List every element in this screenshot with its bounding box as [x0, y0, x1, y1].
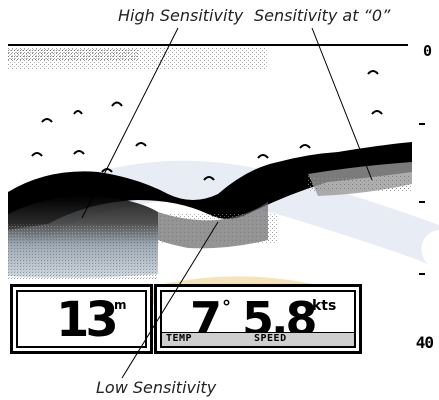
bottom-speckle [158, 214, 278, 244]
bottom-speckle [8, 224, 158, 279]
sonar-screen: 0 40 13 m 7 ° 5.8 kts TEMP SPEED [8, 42, 439, 360]
temp-label: TEMP [166, 333, 193, 344]
annotation-sensitivity-zero: Sensitivity at “0” [254, 6, 391, 25]
surface-clutter [8, 48, 138, 60]
temp-speed-readout-box: 7 ° 5.8 kts TEMP SPEED [154, 284, 362, 354]
depth-readout-inner: 13 m [16, 290, 147, 348]
annotation-low-sensitivity: Low Sensitivity [96, 378, 217, 397]
depth-scale-bottom: 40 [415, 333, 434, 352]
speed-unit: kts [312, 298, 337, 314]
annotation-high-sensitivity: High Sensitivity [118, 6, 244, 25]
temp-degree-symbol: ° [222, 297, 231, 318]
temp-speed-readout-inner: 7 ° 5.8 kts TEMP SPEED [160, 290, 356, 348]
depth-scale-top: 0 [422, 42, 432, 60]
speed-label: SPEED [254, 333, 287, 344]
depth-unit: m [114, 298, 127, 312]
depth-readout-box: 13 m [10, 284, 153, 354]
bottom-return-dark [8, 142, 412, 230]
bottom-speckle [308, 176, 412, 192]
depth-value: 13 [56, 292, 119, 348]
